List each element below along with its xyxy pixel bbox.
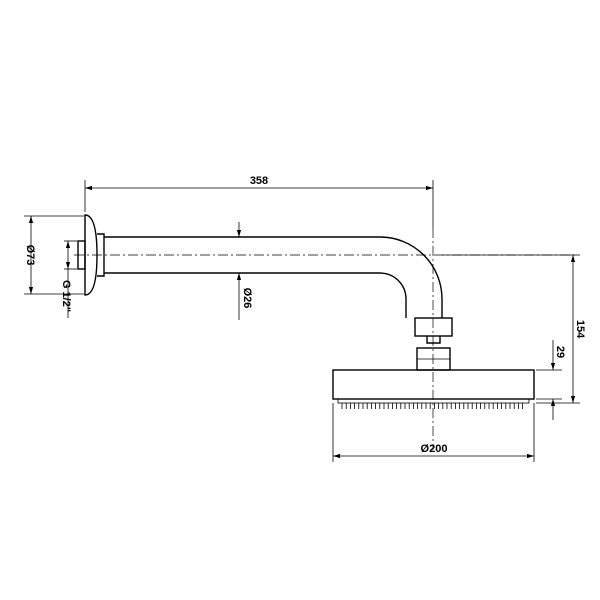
dimension-thread: G 1/2" xyxy=(60,240,77,318)
dimension-flange-diameter: Ø73 xyxy=(24,215,84,295)
shower-arm-tube xyxy=(104,236,443,318)
dimension-flange-diameter-label: Ø73 xyxy=(24,245,36,266)
dimension-head-diameter-label: Ø200 xyxy=(421,443,448,455)
dimension-arm-length: 358 xyxy=(84,175,434,228)
shower-head xyxy=(332,369,535,409)
shower-head-nozzles xyxy=(341,403,523,409)
dimension-arm-length-label: 358 xyxy=(250,175,268,187)
swivel-joint xyxy=(414,317,453,371)
dimension-tube-diameter: Ø26 xyxy=(236,222,253,320)
dimension-total-drop-label: 154 xyxy=(574,320,586,339)
dimension-head-diameter: Ø200 xyxy=(332,403,535,462)
dimension-thread-label: G 1/2" xyxy=(60,280,72,312)
dimension-head-height: 29 xyxy=(536,340,566,420)
center-lines xyxy=(74,228,575,450)
dimension-total-drop: 154 xyxy=(442,254,586,404)
dimension-tube-diameter-label: Ø26 xyxy=(241,288,253,309)
dimension-head-height-label: 29 xyxy=(554,346,566,358)
